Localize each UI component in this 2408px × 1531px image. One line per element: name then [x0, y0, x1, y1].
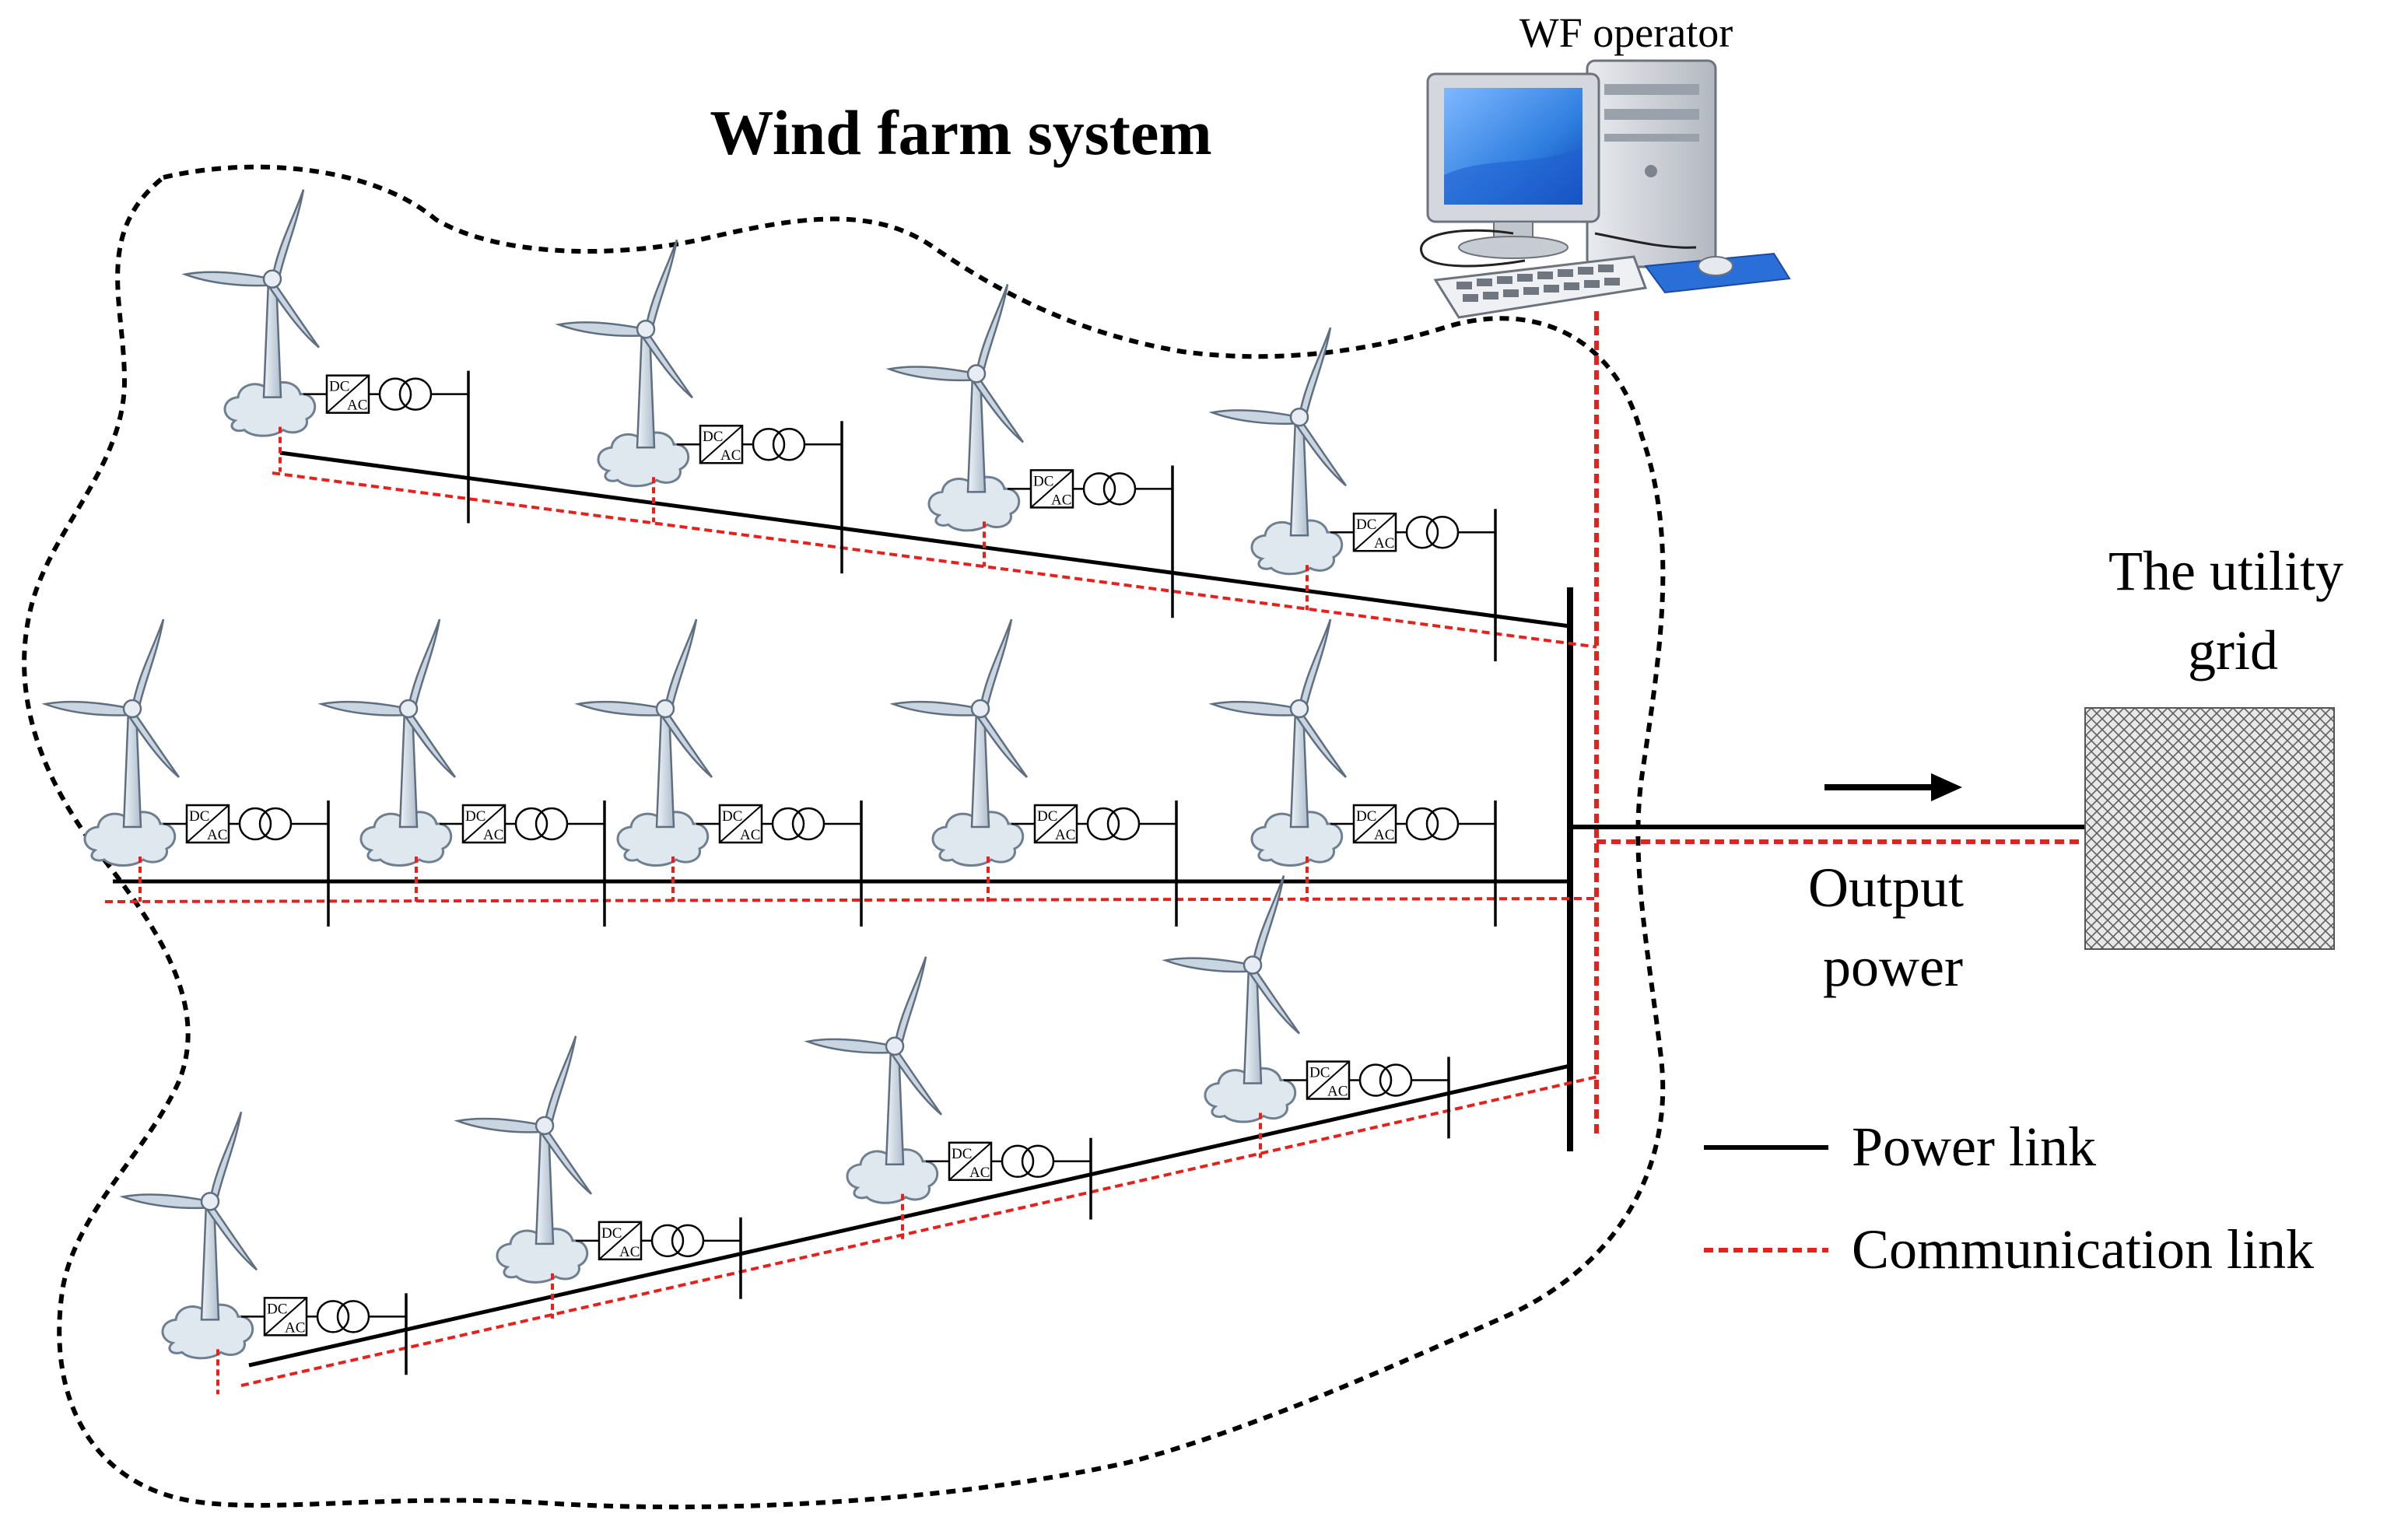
converter-dc-label: DC	[267, 1301, 287, 1317]
converter-ac-label: AC	[740, 827, 760, 843]
output-label-line-1: Output	[1808, 857, 1964, 919]
feeder-communication-line	[240, 1075, 1597, 1387]
converter-ac-label: AC	[720, 447, 741, 464]
feeder-3: DC AC DC AC DC AC DC AC	[119, 875, 1597, 1395]
grid-label-line-2: grid	[2188, 619, 2278, 681]
wind-turbine-icon	[555, 239, 694, 488]
transformer-icon	[514, 807, 569, 841]
converter-dc-label: DC	[1356, 808, 1376, 825]
legend-communication-label: Communication link	[1852, 1218, 2314, 1281]
transformer-icon	[1405, 807, 1460, 841]
utility-grid-block	[2084, 707, 2335, 950]
converter-dc-label: DC	[1309, 1065, 1330, 1081]
converter-diagonal	[699, 425, 743, 464]
converter-diagonal	[264, 1297, 307, 1337]
feeder-group: DC AC DC AC DC AC DC AC DC AC DC AC DC AC DC AC DC AC DC AC…	[41, 189, 1597, 1395]
transformer-icon	[1405, 515, 1460, 549]
converter-ac-label: AC	[1374, 827, 1394, 843]
transformer-icon	[378, 377, 433, 411]
wind-turbine-icon	[1208, 618, 1348, 867]
converter-ac-label: AC	[1051, 492, 1071, 508]
wind-turbine-icon	[889, 618, 1029, 867]
converter-diagonal	[186, 804, 230, 843]
legend: Power link Communication link	[1704, 1116, 2314, 1281]
wind-turbine-icon	[1162, 875, 1301, 1123]
converter-dc-label: DC	[952, 1146, 972, 1162]
converter-dc-label: DC	[1037, 808, 1057, 825]
converter-diagonal	[326, 374, 370, 414]
converter-dc-label: DC	[722, 808, 742, 825]
transformer-icon	[238, 807, 293, 841]
grid-label-line-1: The utility	[2108, 540, 2343, 602]
converter-ac-label: AC	[1374, 535, 1394, 552]
converter-ac-label: AC	[483, 827, 503, 843]
diagram-title: Wind farm system	[710, 97, 1211, 168]
converter-diagonal	[1306, 1060, 1350, 1100]
converter-diagonal	[1034, 804, 1078, 843]
grid-label: The utility grid	[2108, 540, 2357, 681]
feeder-power-line	[279, 450, 1571, 629]
output-label-line-2: power	[1823, 936, 1963, 998]
converter-diagonal	[1353, 804, 1397, 843]
converter-dc-label: DC	[1356, 517, 1376, 533]
wind-turbine-icon	[119, 1111, 258, 1360]
converter-ac-label: AC	[207, 827, 227, 843]
computer-icon	[1420, 59, 1791, 319]
wind-turbine-icon	[804, 956, 943, 1204]
feeder-1: DC AC DC AC DC AC DC AC	[181, 189, 1597, 662]
wind-turbine-icon	[317, 618, 457, 867]
feeder-communication-line	[272, 471, 1597, 649]
wind-turbine-icon	[41, 618, 181, 867]
converter-ac-label: AC	[1055, 827, 1075, 843]
converter-dc-label: DC	[703, 429, 723, 445]
feeder-power-line	[248, 1063, 1571, 1368]
transformer-icon	[1082, 472, 1137, 506]
converter-diagonal	[1030, 469, 1074, 509]
converter-diagonal	[462, 804, 506, 843]
transformer-icon	[752, 427, 806, 461]
converter-dc-label: DC	[465, 808, 485, 825]
converter-dc-label: DC	[329, 379, 349, 395]
converter-diagonal	[598, 1221, 642, 1260]
wind-turbine-icon	[1208, 327, 1348, 576]
output-arrow-icon	[1824, 773, 1962, 801]
converter-diagonal	[719, 804, 762, 843]
transformer-icon	[650, 1224, 705, 1258]
converter-dc-label: DC	[601, 1225, 622, 1242]
converter-ac-label: AC	[969, 1165, 990, 1181]
converter-ac-label: AC	[1327, 1084, 1348, 1100]
transformer-icon	[316, 1300, 370, 1333]
wind-turbine-icon	[885, 283, 1025, 532]
transformer-icon	[1001, 1144, 1055, 1179]
wind-turbine-icon	[574, 618, 713, 867]
converter-ac-label: AC	[347, 398, 367, 414]
transformer-icon	[771, 807, 825, 841]
converter-dc-label: DC	[1033, 473, 1053, 489]
converter-dc-label: DC	[189, 808, 209, 825]
converter-diagonal	[948, 1142, 992, 1181]
wind-turbine-icon	[454, 1035, 593, 1284]
transformer-icon	[1358, 1063, 1413, 1097]
operator-label: WF operator	[1519, 9, 1733, 56]
converter-diagonal	[1353, 513, 1397, 552]
feeder-2: DC AC DC AC DC AC DC AC DC AC	[41, 618, 1597, 927]
converter-ac-label: AC	[619, 1244, 640, 1260]
transformer-icon	[1086, 807, 1141, 841]
converter-ac-label: AC	[285, 1319, 305, 1336]
wind-turbine-icon	[181, 189, 321, 437]
legend-power-label: Power link	[1852, 1116, 2096, 1178]
output-label: Output power	[1808, 857, 1978, 998]
